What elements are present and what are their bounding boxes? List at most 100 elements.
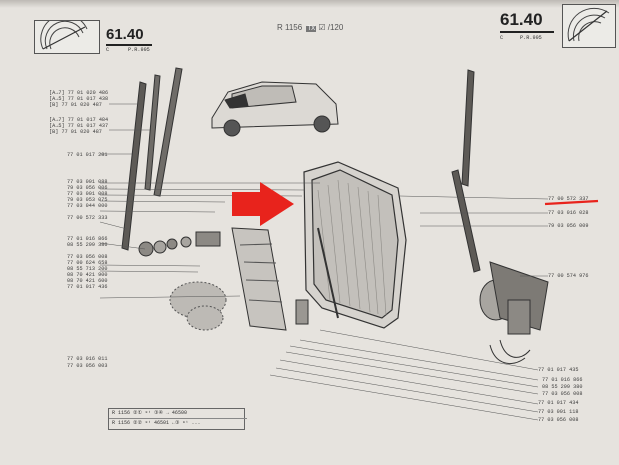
wiper-blade-left (121, 67, 183, 251)
part-number-label: 77 01 017 435 (538, 367, 579, 373)
bracket (295, 299, 309, 325)
wiring (489, 339, 531, 365)
right-section-ref: P.R.995 (520, 35, 542, 41)
part-number-label: 77 00 572 333 (67, 215, 107, 221)
part-number-label: 77 03 001 088 (67, 179, 107, 185)
part-number-label: 79 03 056 009 (548, 223, 589, 229)
part-variant-prefix: [A→7] (49, 117, 68, 123)
part-number: 08 55 299 380 (67, 242, 108, 248)
table-row: R 1156 ②① ᵉᵗ ③④ → 46500 (109, 409, 247, 419)
cover-panel-hatching (317, 179, 387, 316)
part-number-label: 77 01 017 436 (67, 284, 107, 290)
part-number-label: 08 70 421 600 (67, 278, 107, 284)
part-number: 79 03 053 075 (67, 197, 108, 203)
wiper-logo-icon (40, 21, 88, 50)
part-number-label: 77 03 016 011 (67, 356, 107, 362)
cover-panel (303, 161, 407, 329)
left-header-logo-box (34, 20, 100, 54)
page-shadow-top (0, 0, 619, 8)
ref-code: R 1156 TX ☑ /120 (277, 23, 343, 32)
part-number-label: 77 00 574 976 (548, 273, 589, 279)
part-number: 77 03 044 000 (67, 203, 108, 209)
part-number-label: 77 00 624 658 (67, 260, 107, 266)
part-number: 77 01 017 484 (67, 117, 109, 123)
part-number-label: 08 70 421 900 (67, 272, 107, 278)
ref-code-text: R 1156 (277, 23, 303, 32)
left-section-sub: C (106, 47, 110, 53)
part-number-label: 77 03 016 028 (548, 210, 589, 216)
right-section-number: 61.40 (500, 10, 543, 29)
part-number: 77 01 020 486 (67, 90, 109, 96)
table-row: R 1156 ②② ᵉᵗ 46501 ←③ ᵉᵗ ... (112, 420, 201, 426)
part-number-label: 77 03 056 008 (542, 391, 583, 397)
part-number: 77 03 001 088 (67, 179, 108, 185)
part-number: 79 03 056 006 (67, 185, 108, 191)
part-number-label: 77 03 056 008 (67, 254, 107, 260)
part-number: 08 70 421 900 (67, 272, 108, 278)
part-number-label: 08 55 299 380 (67, 242, 107, 248)
part-number: 77 03 056 008 (67, 254, 108, 260)
part-variant-prefix: [A→7] (49, 90, 68, 96)
part-number-label: [A→7] 77 01 017 484 (49, 117, 108, 123)
motor-right (479, 261, 549, 335)
part-number-label: [A→7] 77 01 020 486 (49, 90, 108, 96)
part-number-label: [B] 77 01 020 487 (49, 129, 102, 135)
wiper-logo-icon-right (567, 7, 610, 42)
leader-lines-left (99, 103, 320, 299)
part-number: 08 70 421 600 (67, 278, 108, 284)
part-number-label: 79 03 056 006 (67, 185, 107, 191)
red-highlight-line (544, 199, 599, 206)
part-number: 77 01 017 436 (67, 284, 108, 290)
part-number: 77 01 020 487 (61, 102, 102, 108)
part-number-label: 77 03 001 008 (67, 191, 107, 197)
part-number-label: 77 01 017 281 (67, 152, 107, 158)
right-section-sub: C (500, 35, 504, 41)
spindle-parts-left (138, 231, 221, 257)
part-number-label: 77 03 001 118 (538, 409, 579, 415)
leader-lines-right (269, 195, 549, 421)
part-number: 77 00 624 658 (67, 260, 108, 266)
part-number: 77 01 016 866 (67, 236, 108, 242)
part-number-label: 77 01 016 866 (542, 377, 583, 383)
left-section-underline (106, 44, 152, 46)
part-variant-prefix: [B] (49, 129, 62, 135)
part-number-label: 77 03 056 008 (538, 417, 579, 423)
part-number-label: 77 01 016 866 (67, 236, 107, 242)
part-number-label: 77 03 056 003 (67, 363, 107, 369)
right-section-underline (500, 31, 554, 33)
part-number-label: [A→5] 77 01 017 438 (49, 96, 108, 102)
part-number: 77 03 001 008 (67, 191, 108, 197)
part-variant-prefix: [B] (49, 102, 62, 108)
linkage-plate (231, 227, 287, 331)
part-number: 77 01 017 281 (67, 152, 108, 158)
part-number: 08 55 713 200 (67, 266, 108, 272)
part-number-label: 08 55 713 200 (67, 266, 107, 272)
car-icon (211, 81, 339, 137)
right-header-logo-box (562, 4, 616, 48)
ref-badge: TX (306, 26, 317, 32)
part-number: 77 01 017 437 (67, 123, 109, 129)
part-variant-prefix: [A→5] (49, 123, 68, 129)
check-icon: ☑ (318, 23, 326, 32)
part-number-label: 77 01 017 434 (538, 400, 579, 406)
red-arrow-icon (232, 182, 294, 226)
part-number-label: [B] 77 01 020 487 (49, 102, 102, 108)
left-section-number: 61.40 (106, 26, 144, 43)
part-variant-prefix: [A→5] (49, 96, 68, 102)
part-number: 77 01 017 438 (67, 96, 109, 102)
part-number: 77 00 572 333 (67, 215, 108, 221)
part-number-label: 08 55 299 380 (542, 384, 583, 390)
model-range-table: R 1156 ②① ᵉᵗ ③④ → 46500 R 1156 ②② ᵉᵗ 465… (108, 408, 247, 430)
part-number: 77 03 056 003 (67, 363, 108, 369)
part-number-label: 79 03 053 075 (67, 197, 107, 203)
ref-suffix: /120 (327, 23, 344, 32)
part-number-label: [A→5] 77 01 017 437 (49, 123, 108, 129)
part-number: 77 01 020 487 (61, 129, 102, 135)
part-number-label: 77 00 572 337 (548, 196, 589, 202)
link-rod (317, 227, 339, 319)
part-number: 77 03 016 011 (67, 356, 108, 362)
part-number-label: 77 03 044 000 (67, 203, 107, 209)
motor-left (169, 281, 227, 331)
